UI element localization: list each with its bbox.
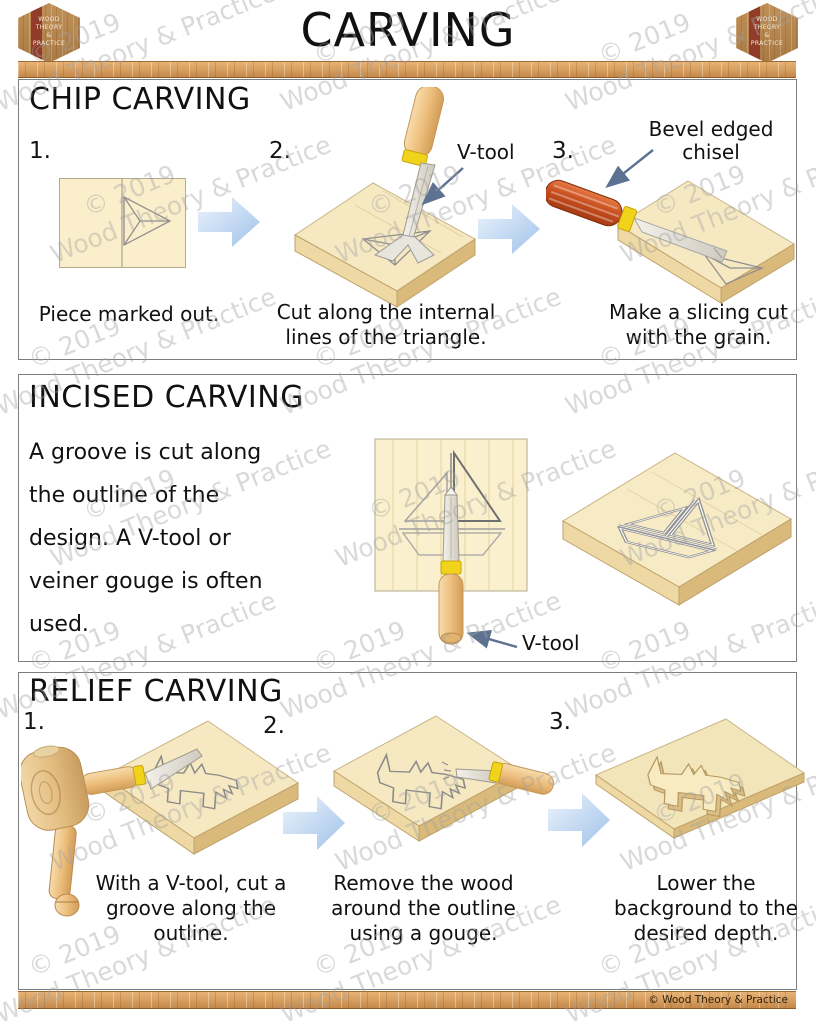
step-number: 1. bbox=[23, 709, 45, 735]
logo-text: WOOD THEORY & PRACTICE bbox=[32, 16, 66, 47]
section-relief-carving: RELIEF CARVING 1. 2. 3. bbox=[18, 672, 806, 990]
bottom-wood-bar: © Wood Theory & Practice bbox=[18, 991, 796, 1009]
right-arrow-icon bbox=[198, 197, 260, 247]
right-arrow-icon bbox=[478, 204, 540, 254]
v-tool-icon bbox=[438, 486, 464, 645]
board bbox=[103, 720, 299, 855]
step-number: 1. bbox=[29, 138, 51, 164]
v-tool-icon bbox=[373, 87, 445, 264]
step-caption: Cut along the internal lines of the tria… bbox=[276, 300, 496, 349]
step-caption: Remove the wood around the outline using… bbox=[331, 871, 516, 945]
v-tool-pointer-icon bbox=[466, 629, 518, 649]
relief-step1-illustration bbox=[21, 720, 299, 917]
triangle-motif bbox=[123, 195, 172, 247]
right-arrow-icon bbox=[548, 793, 610, 847]
wood-theory-practice-logo: WOOD THEORY & PRACTICE bbox=[18, 3, 80, 63]
relief-step2-illustration bbox=[333, 715, 554, 842]
v-tool-pointer-icon bbox=[421, 167, 464, 206]
step-number: 2. bbox=[263, 713, 285, 739]
chip-carving-heading: CHIP CARVING bbox=[29, 82, 251, 117]
raised-dog bbox=[647, 755, 746, 818]
footer-credit: © Wood Theory & Practice bbox=[648, 994, 788, 1006]
bevel-chisel-label: Bevel edged chisel bbox=[648, 117, 774, 164]
v-tool-icon bbox=[80, 748, 203, 795]
step-caption: Make a slicing cut with the grain. bbox=[609, 300, 788, 349]
incised-carving-heading: INCISED CARVING bbox=[29, 380, 304, 415]
board bbox=[333, 715, 522, 842]
relief-step3-illustration bbox=[594, 718, 806, 839]
relief-carving-heading: RELIEF CARVING bbox=[29, 674, 283, 709]
section-incised-carving: INCISED CARVING A groove is cut along th… bbox=[18, 374, 797, 662]
dog-outline bbox=[376, 752, 467, 810]
step-caption: Piece marked out. bbox=[38, 302, 220, 326]
incised-result-illustration bbox=[562, 452, 792, 606]
step-caption: With a V-tool, cut a groove along the ou… bbox=[95, 871, 287, 945]
step-number: 3. bbox=[552, 138, 574, 164]
board bbox=[617, 180, 795, 304]
incised-flat-illustration bbox=[374, 438, 528, 645]
page-title: CARVING bbox=[300, 3, 516, 57]
gouge-icon bbox=[441, 761, 554, 795]
section-chip-carving: CHIP CARVING 1. 2. 3. bbox=[18, 79, 797, 360]
step-number: 3. bbox=[549, 709, 571, 735]
logo-text: WOOD THEORY & PRACTICE bbox=[750, 16, 784, 47]
sailboat-outline bbox=[617, 496, 718, 559]
incised-description: A groove is cut along the outline of the… bbox=[29, 440, 263, 637]
logo-red-stripe bbox=[31, 3, 42, 63]
chip-step1-illustration bbox=[59, 178, 186, 268]
v-tool-label: V-tool bbox=[457, 140, 515, 164]
bevel-chisel-pointer-icon bbox=[605, 149, 654, 188]
v-tool-label: V-tool bbox=[522, 631, 580, 655]
logo-red-stripe bbox=[749, 3, 760, 63]
step-number: 2. bbox=[269, 138, 291, 164]
mallet-icon bbox=[21, 745, 90, 917]
bevel-chisel-icon bbox=[546, 179, 728, 263]
step-caption: Lower the background to the desired dept… bbox=[614, 871, 798, 945]
chip-step3-illustration bbox=[546, 179, 795, 304]
top-wood-bar bbox=[18, 61, 796, 78]
marked-board bbox=[59, 178, 186, 268]
chip-step2-illustration bbox=[294, 87, 476, 308]
right-arrow-icon bbox=[283, 796, 345, 850]
